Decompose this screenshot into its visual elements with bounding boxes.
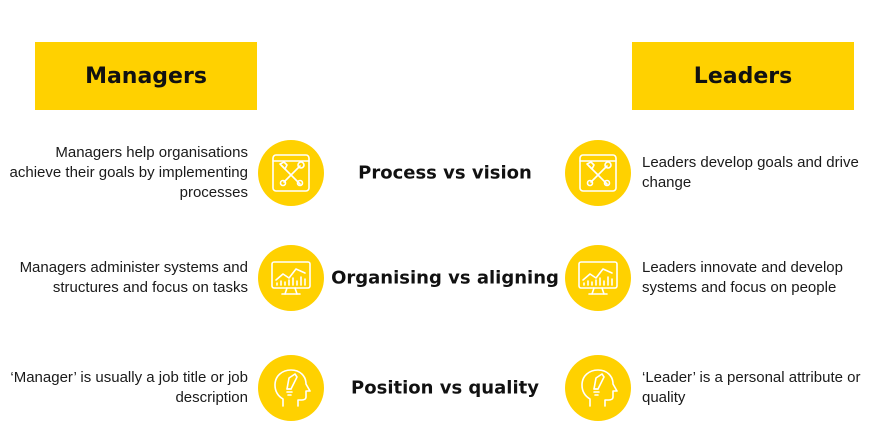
tools-icon [258, 140, 324, 206]
comparison-row-organising: Managers administer systems and structur… [0, 243, 885, 313]
leaders-description: ‘Leader’ is a personal attribute or qual… [642, 369, 861, 406]
leaders-header: Leaders [632, 42, 854, 110]
managers-header: Managers [35, 42, 257, 110]
head-pencil-icon [258, 355, 324, 421]
comparison-title: Process vs vision [358, 162, 532, 184]
comparison-row-position: ‘Manager’ is usually a job title or job … [0, 353, 885, 423]
managers-header-label: Managers [85, 63, 207, 89]
tools-icon [565, 140, 631, 206]
comparison-title: Organising vs aligning [331, 267, 559, 289]
managers-description: Managers administer systems and structur… [19, 259, 248, 296]
managers-description: ‘Manager’ is usually a job title or job … [10, 369, 248, 406]
leaders-description: Leaders develop goals and drive change [642, 154, 859, 191]
leaders-description: Leaders innovate and develop systems and… [642, 259, 843, 296]
comparison-title: Position vs quality [351, 377, 539, 399]
comparison-row-process: Managers help organisations achieve thei… [0, 138, 885, 208]
leaders-header-label: Leaders [693, 63, 793, 89]
monitor-chart-icon [565, 245, 631, 311]
managers-description: Managers help organisations achieve thei… [9, 144, 248, 201]
head-pencil-icon [565, 355, 631, 421]
monitor-chart-icon [258, 245, 324, 311]
